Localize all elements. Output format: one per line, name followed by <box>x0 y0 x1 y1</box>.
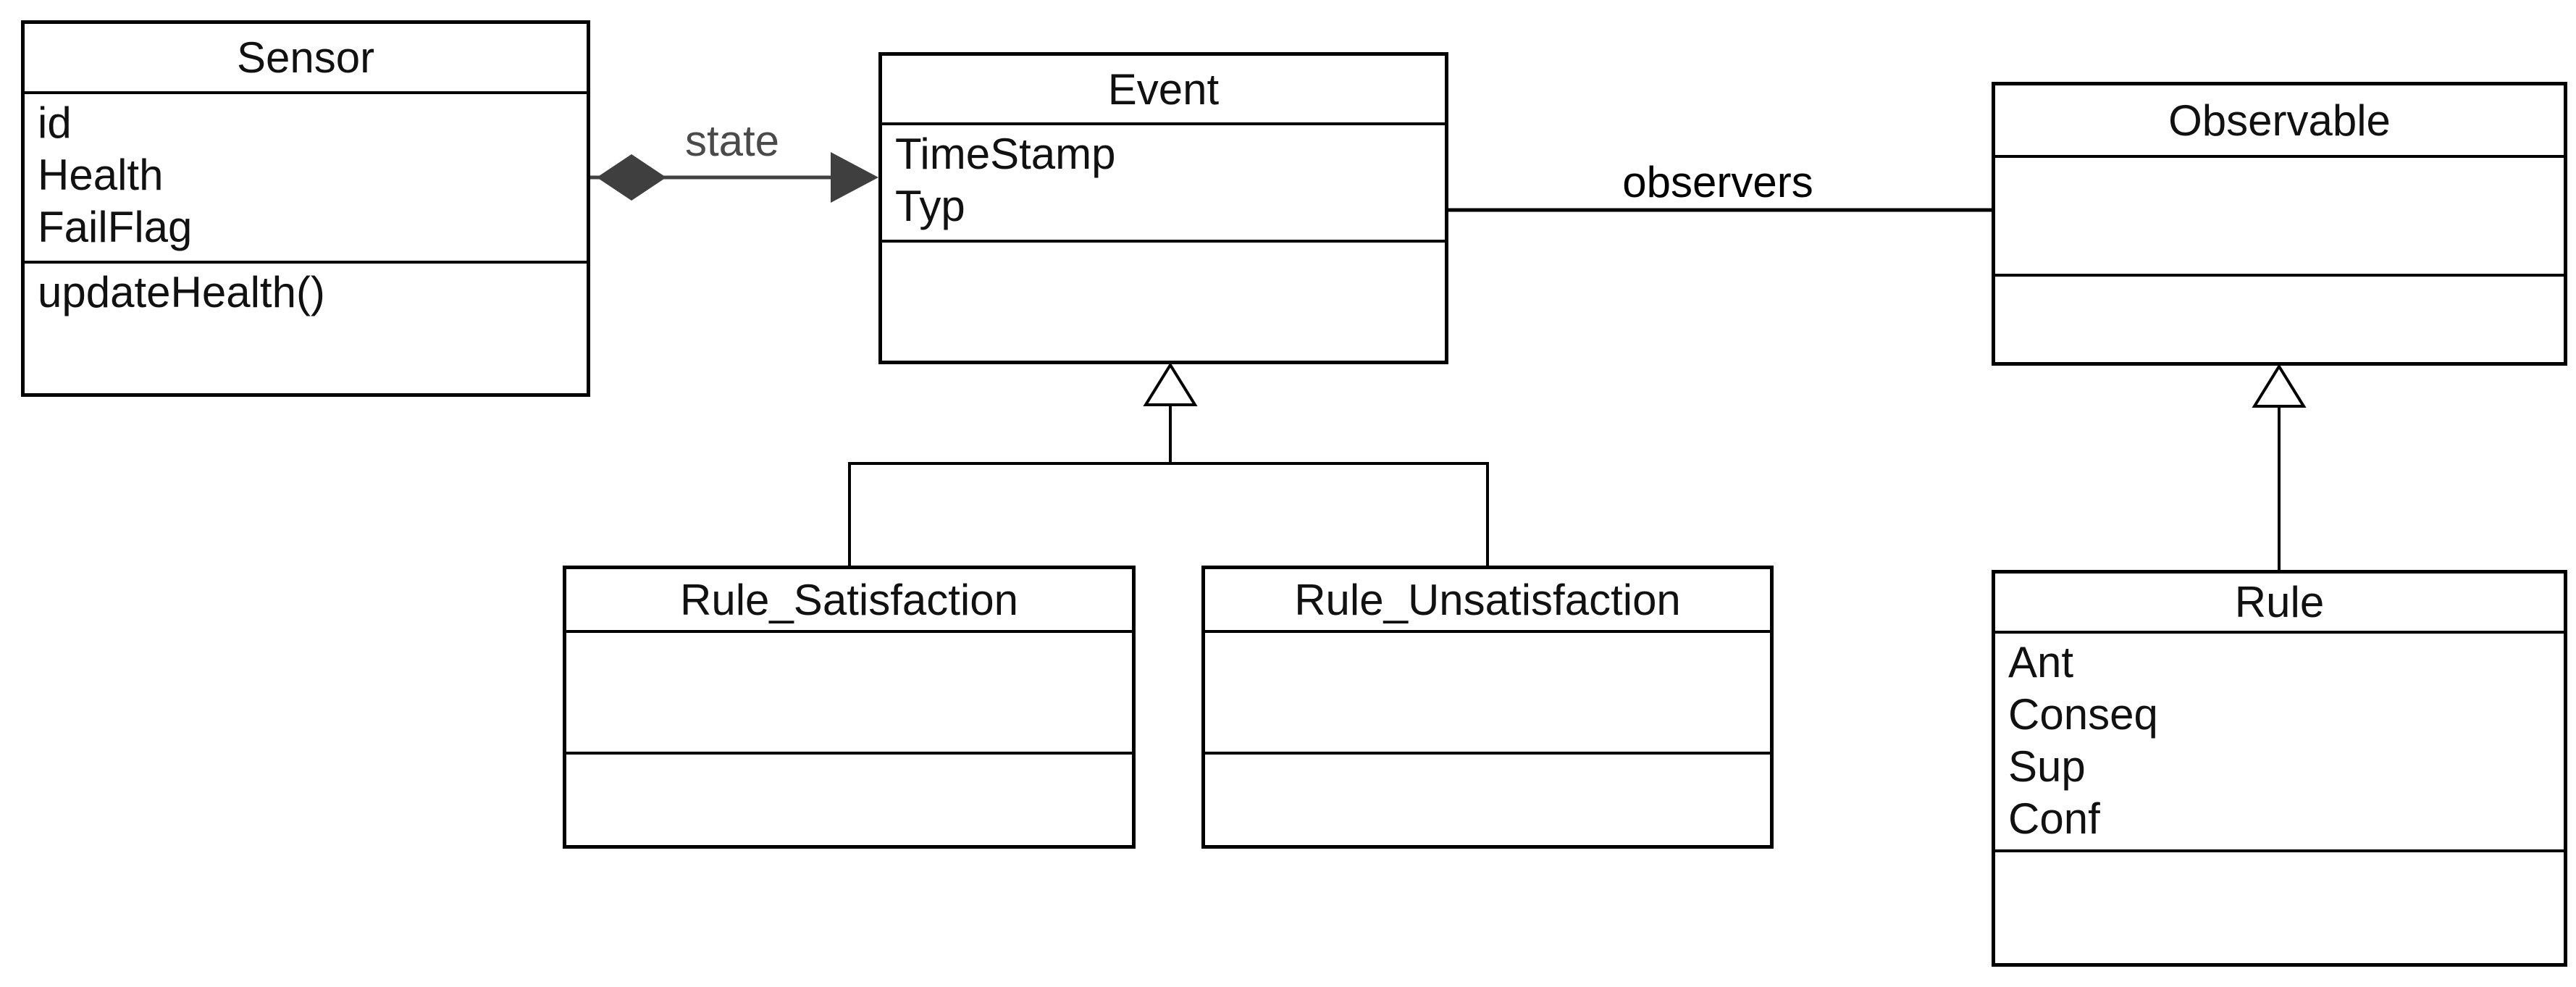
methods-compartment <box>1995 277 2564 362</box>
class-title: Rule_Unsatisfaction <box>1205 569 1770 633</box>
methods-compartment: updateHealth() <box>25 264 587 393</box>
methods-compartment <box>1205 755 1770 845</box>
class-title: Observable <box>1995 85 2564 158</box>
class-box-rule-satisfaction: Rule_Satisfaction <box>563 566 1136 849</box>
attributes-compartment: Ant Conseq Sup Conf <box>1995 634 2564 852</box>
class-box-rule: Rule Ant Conseq Sup Conf <box>1992 570 2567 967</box>
class-title: Event <box>882 56 1445 125</box>
attribute: Conf <box>2008 794 2100 843</box>
inheritance-triangle-icon <box>1143 362 1198 406</box>
observers-association-label: observers <box>1622 158 1813 206</box>
methods-compartment <box>566 755 1132 845</box>
class-box-rule-unsatisfaction: Rule_Unsatisfaction <box>1201 566 1774 849</box>
attribute: FailFlag <box>38 203 193 251</box>
class-box-event: Event TimeStamp Typ <box>878 52 1448 364</box>
class-box-sensor: Sensor id Health FailFlag updateHealth() <box>21 20 590 397</box>
attribute: Typ <box>895 182 965 230</box>
class-title: Rule <box>1995 574 2564 634</box>
attributes-compartment <box>1205 633 1770 755</box>
composition-diamond-icon <box>597 154 666 201</box>
attribute: Conseq <box>2008 690 2158 739</box>
class-title: Rule_Satisfaction <box>566 569 1132 633</box>
attributes-compartment <box>1995 158 2564 277</box>
attribute: Sup <box>2008 742 2086 791</box>
state-association-label: state <box>684 117 780 165</box>
arrowhead-icon <box>831 152 878 203</box>
attribute: Health <box>38 151 164 199</box>
attribute: TimeStamp <box>895 130 1116 178</box>
attributes-compartment <box>566 633 1132 755</box>
class-box-observable: Observable <box>1992 82 2567 366</box>
attributes-compartment: id Health FailFlag <box>25 94 587 264</box>
inheritance-triangle-icon <box>2252 364 2307 408</box>
class-title: Sensor <box>25 24 587 94</box>
methods-compartment <box>1995 852 2564 963</box>
attribute: id <box>38 98 72 147</box>
attributes-compartment: TimeStamp Typ <box>882 125 1445 243</box>
methods-compartment <box>882 243 1445 361</box>
attribute: Ant <box>2008 638 2074 686</box>
method: updateHealth() <box>38 268 325 316</box>
